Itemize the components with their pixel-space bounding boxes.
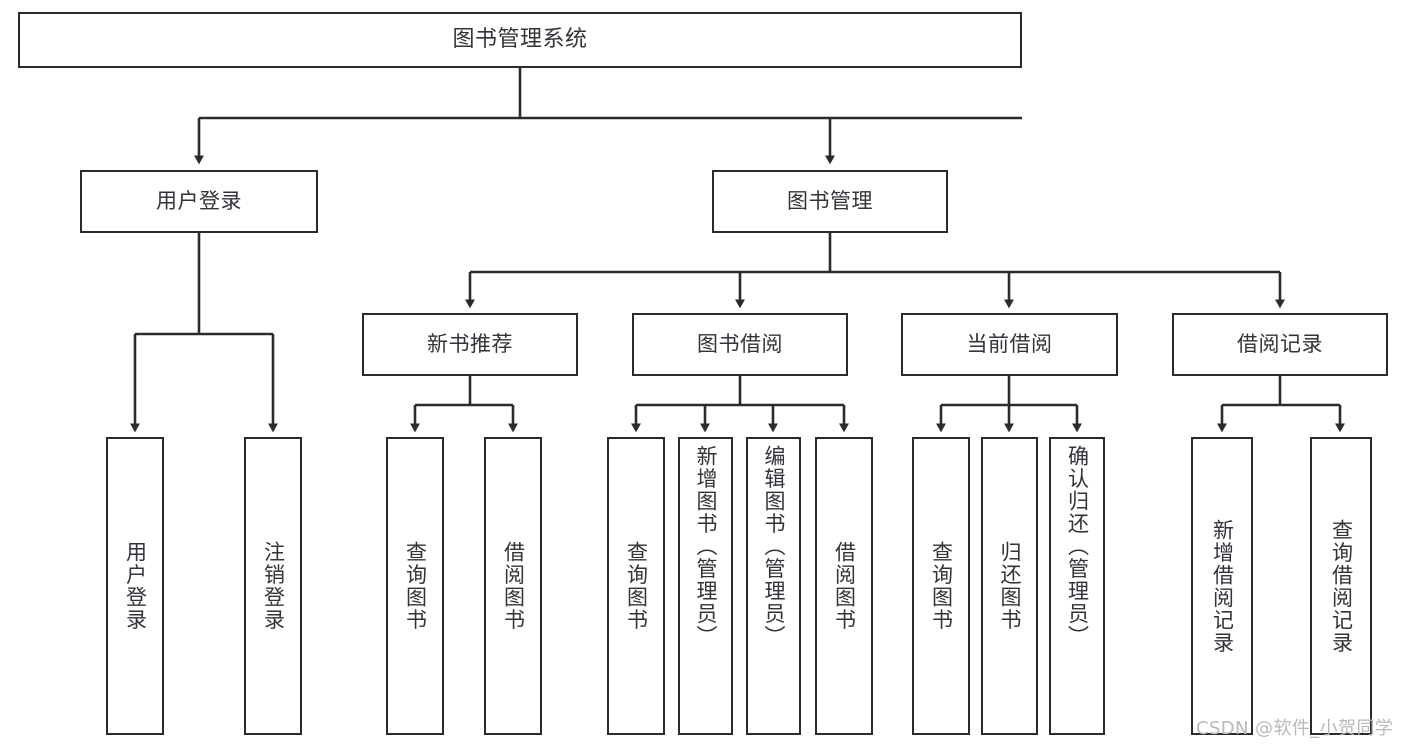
node-leaf-return-book[interactable]: 归还图书 — [981, 437, 1038, 735]
node-leaf-query-record-label: 查询借阅记录 — [1329, 518, 1354, 654]
node-user-login-label: 用户登录 — [156, 188, 242, 213]
watermark-csdn: CSDN @软件_小贺同学 — [1196, 718, 1394, 739]
node-new-book-rec[interactable]: 新书推荐 — [362, 313, 578, 376]
node-root-label: 图书管理系统 — [452, 26, 588, 52]
node-book-manage[interactable]: 图书管理 — [712, 170, 948, 233]
node-leaf-borrow-book-1[interactable]: 借阅图书 — [484, 437, 542, 735]
node-leaf-query-book-2-label: 查询图书 — [624, 541, 649, 631]
node-leaf-add-record-label: 新增借阅记录 — [1210, 518, 1235, 654]
node-current-borrow[interactable]: 当前借阅 — [901, 313, 1118, 376]
node-user-login[interactable]: 用户登录 — [80, 170, 318, 233]
node-leaf-edit-book-label: 编辑图书（管理员） — [762, 445, 786, 648]
node-leaf-logout-login[interactable]: 注销登录 — [244, 437, 302, 735]
node-leaf-borrow-book-2[interactable]: 借阅图书 — [815, 437, 873, 735]
node-book-borrow-label: 图书借阅 — [697, 331, 783, 356]
node-leaf-query-book-3-label: 查询图书 — [929, 541, 954, 631]
node-leaf-edit-book[interactable]: 编辑图书（管理员） — [746, 437, 801, 735]
node-leaf-add-book-label: 新增图书（管理员） — [694, 445, 718, 648]
node-book-borrow[interactable]: 图书借阅 — [632, 313, 848, 376]
node-new-book-rec-label: 新书推荐 — [427, 331, 513, 356]
node-leaf-borrow-book-1-label: 借阅图书 — [501, 541, 526, 631]
node-root[interactable]: 图书管理系统 — [18, 12, 1022, 68]
node-leaf-user-login-label: 用户登录 — [123, 541, 148, 631]
node-book-manage-label: 图书管理 — [787, 188, 873, 213]
node-leaf-add-record[interactable]: 新增借阅记录 — [1191, 437, 1253, 735]
node-leaf-logout-login-label: 注销登录 — [261, 541, 286, 631]
node-leaf-query-book-3[interactable]: 查询图书 — [912, 437, 970, 735]
node-leaf-borrow-book-2-label: 借阅图书 — [832, 541, 857, 631]
node-leaf-query-record[interactable]: 查询借阅记录 — [1310, 437, 1372, 735]
node-current-borrow-label: 当前借阅 — [966, 331, 1053, 356]
node-leaf-query-book-2[interactable]: 查询图书 — [607, 437, 665, 735]
node-leaf-query-book-1-label: 查询图书 — [403, 541, 428, 631]
node-borrow-record-label: 借阅记录 — [1237, 331, 1323, 356]
node-leaf-user-login[interactable]: 用户登录 — [106, 437, 164, 735]
node-leaf-return-book-label: 归还图书 — [998, 541, 1022, 631]
node-leaf-add-book[interactable]: 新增图书（管理员） — [678, 437, 733, 735]
node-leaf-query-book-1[interactable]: 查询图书 — [386, 437, 444, 735]
node-leaf-confirm-return-label: 确认归还（管理员） — [1065, 445, 1090, 648]
node-borrow-record[interactable]: 借阅记录 — [1172, 313, 1388, 376]
node-leaf-confirm-return[interactable]: 确认归还（管理员） — [1049, 437, 1105, 735]
